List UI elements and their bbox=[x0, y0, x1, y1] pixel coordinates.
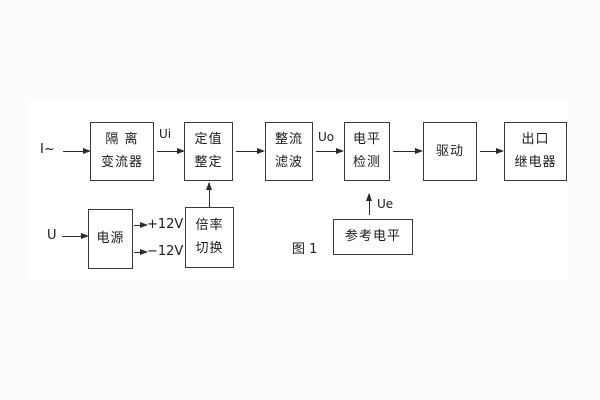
block-text: 变流器 bbox=[100, 155, 143, 170]
block-rectify-filter: 整流 滤波 bbox=[265, 122, 313, 181]
arrow-power-to-plus12v bbox=[134, 222, 148, 228]
arrow-ratio-to-setting bbox=[206, 182, 212, 207]
block-level-detect: 电平 检测 bbox=[344, 122, 390, 181]
block-reference-level: 参考电平 bbox=[333, 219, 413, 255]
arrow-power-to-minus12v bbox=[134, 249, 148, 255]
arrow-isolation-to-setting bbox=[157, 148, 185, 154]
block-text: 倍率 bbox=[195, 218, 224, 233]
block-text: 整流 bbox=[274, 132, 303, 147]
label-minus12v: −12V bbox=[147, 244, 184, 259]
block-text: 参考电平 bbox=[344, 229, 401, 244]
arrow-reference-to-level bbox=[366, 193, 372, 215]
label-input-current: I~ bbox=[40, 142, 55, 157]
block-text: 驱动 bbox=[435, 143, 464, 159]
label-uo: Uo bbox=[318, 130, 335, 144]
block-text: 检测 bbox=[352, 155, 381, 170]
block-text: 出口 bbox=[521, 132, 550, 147]
arrow-input-to-isolation bbox=[63, 148, 91, 154]
block-setting-adjust: 定值 整定 bbox=[184, 122, 233, 181]
arrow-level-to-drive bbox=[393, 148, 423, 154]
block-text: 切换 bbox=[195, 241, 224, 256]
arrow-drive-to-output bbox=[480, 148, 504, 154]
block-ratio-switch: 倍率 切换 bbox=[185, 207, 234, 268]
label-ue: Ue bbox=[377, 197, 394, 211]
block-text: 隔 离 bbox=[105, 132, 139, 147]
block-drive: 驱动 bbox=[423, 122, 477, 181]
block-text: 电源 bbox=[96, 231, 125, 246]
label-ui: Ui bbox=[159, 127, 172, 141]
label-plus12v: +12V bbox=[147, 217, 184, 232]
block-text: 定值 bbox=[194, 132, 223, 147]
block-text: 整定 bbox=[194, 155, 223, 170]
label-input-voltage: U bbox=[47, 228, 57, 243]
block-isolation-transformer: 隔 离 变流器 bbox=[90, 122, 154, 181]
block-power-supply: 电源 bbox=[88, 209, 133, 269]
arrow-setting-to-rectify bbox=[236, 148, 265, 154]
block-text: 滤波 bbox=[274, 155, 303, 170]
figure-caption: 图 1 bbox=[292, 242, 318, 257]
block-text: 继电器 bbox=[514, 155, 557, 170]
block-output-relay: 出口 继电器 bbox=[504, 122, 567, 181]
arrow-rectify-to-level bbox=[316, 148, 344, 154]
arrow-voltage-to-power bbox=[62, 233, 89, 239]
block-text: 电平 bbox=[352, 132, 381, 147]
